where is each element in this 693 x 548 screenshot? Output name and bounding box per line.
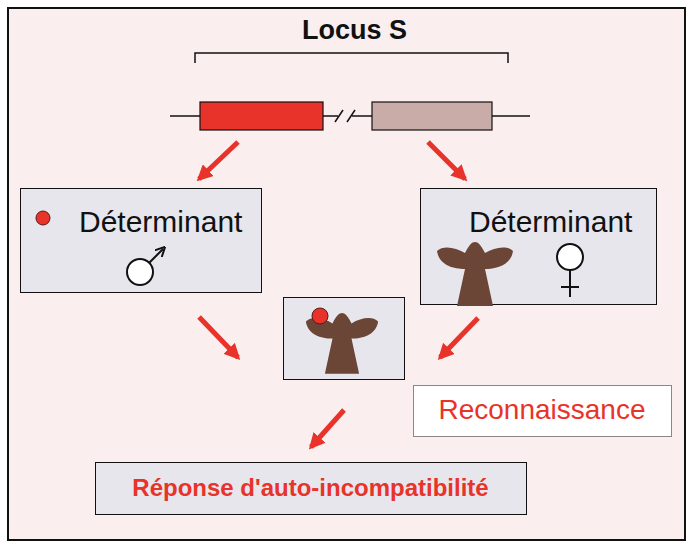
arrow-connector (199, 317, 238, 358)
female-symbol (569, 270, 571, 297)
determinant-box: Déterminant (20, 188, 262, 293)
response-box: Réponse d'auto-incompatibilité (95, 462, 527, 515)
pistil-shape (437, 242, 513, 306)
node-label: Reconnaissance (438, 394, 645, 426)
pollen-determinant-dot (36, 211, 50, 225)
outer-frame (8, 8, 685, 540)
break-mark (347, 110, 355, 122)
female-gene (372, 102, 492, 130)
expression-arrow (428, 142, 465, 179)
node-label: Déterminant (469, 205, 632, 240)
node-label: Réponse d'auto-incompatibilité (132, 474, 488, 502)
pistil-shape (306, 313, 378, 374)
male-symbol (149, 249, 163, 263)
arrow-connector (311, 410, 344, 447)
determinant-box: Déterminant (420, 188, 657, 305)
node-label: Déterminant (79, 205, 242, 240)
male-gene (200, 102, 323, 130)
title-text: Locus S (302, 15, 407, 46)
female-symbol (557, 244, 583, 270)
break-mark (335, 110, 343, 122)
label-box: Reconnaissance (413, 385, 672, 437)
pollen-determinant-dot (312, 308, 328, 324)
recognition-box (283, 297, 405, 380)
female-symbol (561, 286, 579, 288)
male-symbol (127, 259, 153, 285)
locus-bracket (195, 53, 508, 63)
expression-arrow (199, 142, 238, 179)
arrow-connector (440, 318, 478, 358)
